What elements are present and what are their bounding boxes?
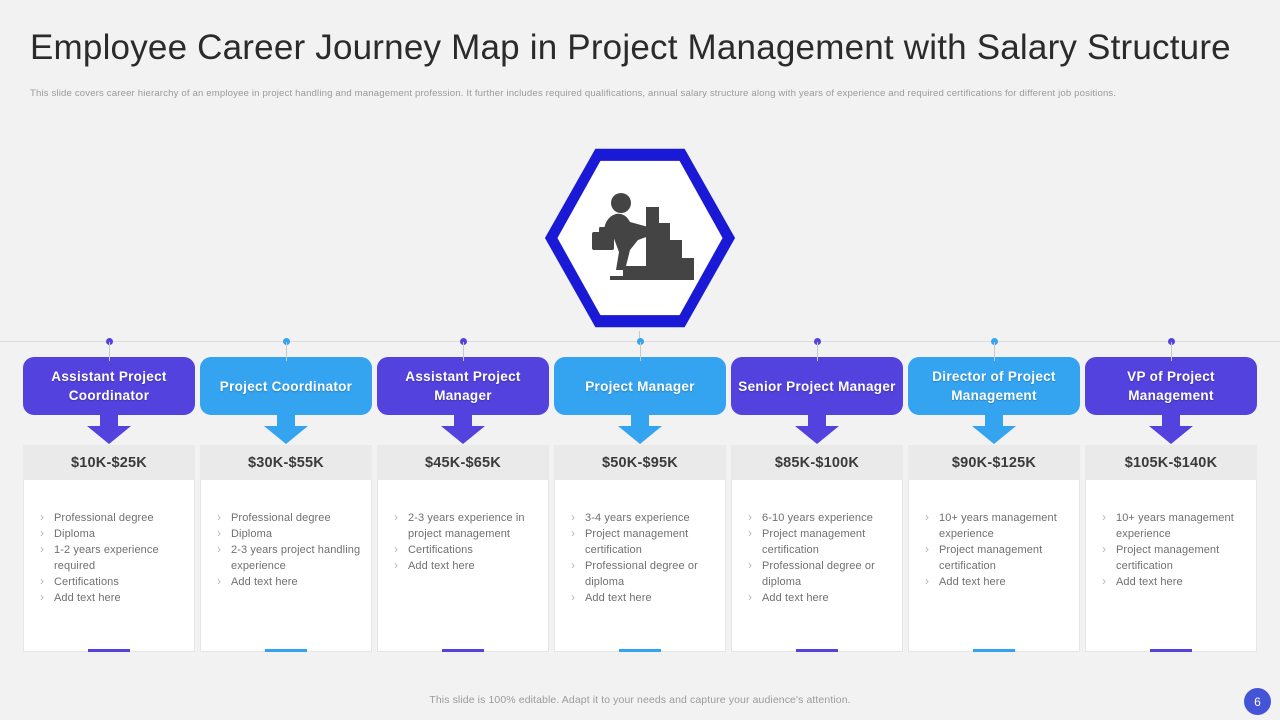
career-column: Senior Project Manager $85K-$100K 6-10 yea… bbox=[731, 357, 903, 652]
requirement-item: Add text here bbox=[1094, 573, 1248, 590]
requirement-item: Certifications bbox=[386, 541, 540, 558]
timeline-node-dot bbox=[105, 338, 113, 345]
role-badge[interactable]: Assistant Project Coordinator bbox=[23, 357, 195, 415]
requirements-list: Professional degreeDiploma2-3 years proj… bbox=[209, 509, 363, 590]
card-underline-accent bbox=[442, 649, 484, 652]
timeline-node-dot bbox=[813, 338, 821, 345]
role-badge[interactable]: VP of Project Management bbox=[1085, 357, 1257, 415]
requirement-item: 2-3 years project handling experience bbox=[209, 541, 363, 574]
page-title: Employee Career Journey Map in Project M… bbox=[30, 28, 1231, 67]
career-column: VP of Project Management $105K-$140K 10+ y… bbox=[1085, 357, 1257, 652]
requirement-item: Add text here bbox=[563, 589, 717, 606]
requirement-item: 10+ years management experience bbox=[917, 509, 1071, 542]
requirement-item: Project management certification bbox=[563, 525, 717, 558]
role-badge[interactable]: Senior Project Manager bbox=[731, 357, 903, 415]
timeline-node-line bbox=[994, 342, 995, 361]
requirements-card: Professional degreeDiploma1-2 years expe… bbox=[23, 480, 195, 652]
timeline-node-line bbox=[463, 342, 464, 361]
requirement-item: Add text here bbox=[740, 589, 894, 606]
role-badge[interactable]: Director of Project Management bbox=[908, 357, 1080, 415]
down-arrow-icon bbox=[264, 415, 308, 445]
down-arrow-icon bbox=[441, 415, 485, 445]
requirement-item: Diploma bbox=[209, 525, 363, 542]
down-arrow-icon bbox=[87, 415, 131, 445]
requirement-item: Project management certification bbox=[917, 541, 1071, 574]
card-underline-accent bbox=[796, 649, 838, 652]
salary-range: $10K-$25K bbox=[23, 445, 195, 480]
timeline-node-line bbox=[1171, 342, 1172, 361]
timeline-node-dot bbox=[1167, 338, 1175, 345]
career-column: Assistant Project Coordinator $10K-$25K Pr… bbox=[23, 357, 195, 652]
role-badge[interactable]: Assistant Project Manager bbox=[377, 357, 549, 415]
page-number-badge: 6 bbox=[1244, 688, 1271, 715]
requirement-item: Add text here bbox=[32, 589, 186, 606]
hexagon-connector-stem bbox=[639, 331, 640, 342]
requirement-item: Add text here bbox=[209, 573, 363, 590]
timeline-node-dot bbox=[990, 338, 998, 345]
requirement-item: Professional degree or diploma bbox=[563, 557, 717, 590]
requirement-item: Diploma bbox=[32, 525, 186, 542]
page-subtitle: This slide covers career hierarchy of an… bbox=[30, 88, 1117, 99]
requirements-card: 10+ years management experienceProject m… bbox=[1085, 480, 1257, 652]
timeline-node-dot bbox=[282, 338, 290, 345]
requirement-item: Professional degree bbox=[32, 509, 186, 526]
requirements-card: Professional degreeDiploma2-3 years proj… bbox=[200, 480, 372, 652]
requirements-list: 3-4 years experienceProject management c… bbox=[563, 509, 717, 606]
card-underline-accent bbox=[265, 649, 307, 652]
timeline-node-line bbox=[109, 342, 110, 361]
career-column: Director of Project Management $90K-$125K… bbox=[908, 357, 1080, 652]
requirement-item: 3-4 years experience bbox=[563, 509, 717, 526]
down-arrow-icon bbox=[618, 415, 662, 445]
salary-range: $85K-$100K bbox=[731, 445, 903, 480]
requirement-item: Project management certification bbox=[740, 525, 894, 558]
card-underline-accent bbox=[973, 649, 1015, 652]
down-arrow-icon bbox=[1149, 415, 1193, 445]
requirement-item: 2-3 years experience in project manageme… bbox=[386, 509, 540, 542]
requirement-item: 1-2 years experience required bbox=[32, 541, 186, 574]
career-column: Project Manager $50K-$95K 3-4 years experi… bbox=[554, 357, 726, 652]
requirements-list: 2-3 years experience in project manageme… bbox=[386, 509, 540, 574]
role-badge[interactable]: Project Coordinator bbox=[200, 357, 372, 415]
timeline-node-line bbox=[640, 342, 641, 361]
hero-hexagon bbox=[543, 145, 737, 331]
salary-range: $45K-$65K bbox=[377, 445, 549, 480]
requirement-item: Professional degree bbox=[209, 509, 363, 526]
salary-range: $50K-$95K bbox=[554, 445, 726, 480]
requirements-list: 10+ years management experienceProject m… bbox=[917, 509, 1071, 590]
card-underline-accent bbox=[88, 649, 130, 652]
timeline-node-dot bbox=[459, 338, 467, 345]
salary-range: $90K-$125K bbox=[908, 445, 1080, 480]
down-arrow-icon bbox=[795, 415, 839, 445]
requirement-item: Project management certification bbox=[1094, 541, 1248, 574]
requirement-item: Certifications bbox=[32, 573, 186, 590]
salary-range: $105K-$140K bbox=[1085, 445, 1257, 480]
salary-range: $30K-$55K bbox=[200, 445, 372, 480]
timeline-node-line bbox=[817, 342, 818, 361]
requirement-item: 6-10 years experience bbox=[740, 509, 894, 526]
card-underline-accent bbox=[619, 649, 661, 652]
requirement-item: Professional degree or diploma bbox=[740, 557, 894, 590]
requirement-item: Add text here bbox=[386, 557, 540, 574]
career-columns: Assistant Project Coordinator$10K-$25KPr… bbox=[23, 357, 1259, 660]
requirement-item: Add text here bbox=[917, 573, 1071, 590]
requirements-list: Professional degreeDiploma1-2 years expe… bbox=[32, 509, 186, 606]
timeline-node-dot bbox=[636, 338, 644, 345]
requirement-item: 10+ years management experience bbox=[1094, 509, 1248, 542]
down-arrow-icon bbox=[972, 415, 1016, 445]
requirements-card: 3-4 years experienceProject management c… bbox=[554, 480, 726, 652]
requirements-list: 6-10 years experienceProject management … bbox=[740, 509, 894, 606]
footer-note: This slide is 100% editable. Adapt it to… bbox=[429, 694, 851, 706]
requirements-list: 10+ years management experienceProject m… bbox=[1094, 509, 1248, 590]
requirements-card: 2-3 years experience in project manageme… bbox=[377, 480, 549, 652]
person-climbing-stairs-with-briefcase-icon bbox=[592, 193, 694, 280]
timeline-node-line bbox=[286, 342, 287, 361]
requirements-card: 6-10 years experienceProject management … bbox=[731, 480, 903, 652]
career-column: Assistant Project Manager $45K-$65K 2-3 ye… bbox=[377, 357, 549, 652]
role-badge[interactable]: Project Manager bbox=[554, 357, 726, 415]
career-column: Project Coordinator $30K-$55K Professional… bbox=[200, 357, 372, 652]
requirements-card: 10+ years management experienceProject m… bbox=[908, 480, 1080, 652]
card-underline-accent bbox=[1150, 649, 1192, 652]
